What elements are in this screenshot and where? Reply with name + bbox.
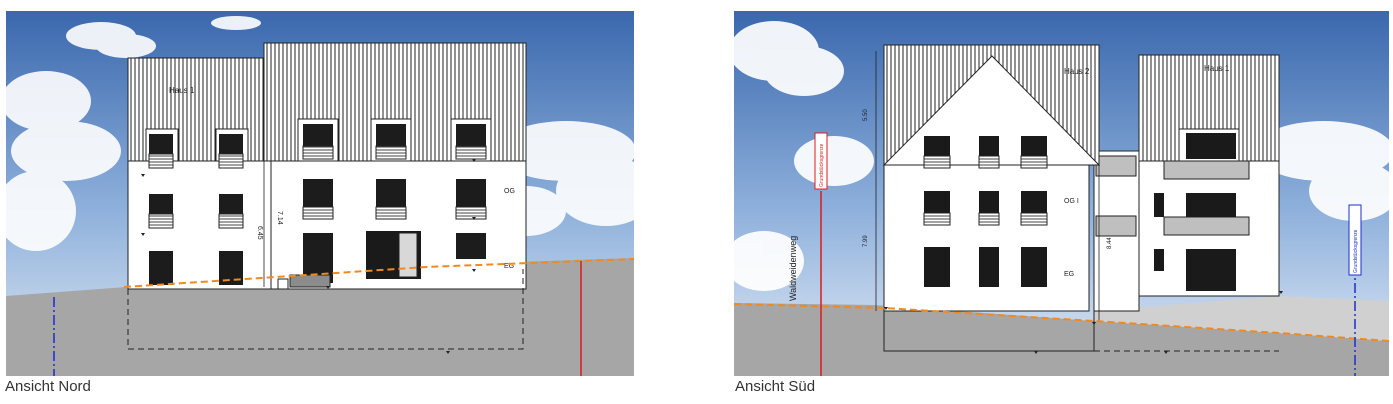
windows bbox=[923, 136, 1048, 287]
boundary-left-label: Grundstücksgrenze bbox=[819, 143, 825, 187]
terrain-line bbox=[734, 303, 1389, 342]
windows bbox=[148, 124, 487, 285]
house1-label: Haus 1 bbox=[169, 86, 195, 95]
basement-outline bbox=[883, 311, 1095, 352]
clouds bbox=[734, 21, 1389, 291]
south-caption: Ansicht Süd bbox=[735, 378, 816, 395]
dim-mid: 7.14 bbox=[276, 211, 283, 225]
north-caption: Ansicht Nord bbox=[5, 378, 91, 395]
house1-label: Haus 1 bbox=[1204, 64, 1230, 73]
ground bbox=[734, 303, 1389, 376]
dim-left: 6.45 bbox=[256, 226, 263, 240]
south-elevation-drawing: Haus 2 Haus 1 OG I EG 5.50 7.99 8.44 Wal… bbox=[734, 11, 1389, 376]
north-elevation-drawing: Haus 1 OG EG 6.45 7.14 bbox=[6, 11, 634, 376]
floor-eg-label: EG bbox=[504, 263, 514, 270]
dim-roof: 5.50 bbox=[863, 109, 869, 121]
floor-og-label: OG I bbox=[1064, 198, 1079, 205]
dim-mid: 8.44 bbox=[1107, 237, 1113, 249]
street-label: Waldweidenweg bbox=[788, 236, 798, 301]
floor-og-label: OG bbox=[504, 188, 515, 195]
boundary-right-label: Grundstücksgrenze bbox=[1353, 229, 1359, 273]
dim-wall: 7.99 bbox=[863, 235, 869, 247]
basement-outline bbox=[127, 269, 524, 350]
house2-label: Haus 2 bbox=[1064, 67, 1090, 76]
house2-wall bbox=[883, 164, 1090, 312]
floor-eg-label: EG bbox=[1064, 271, 1074, 278]
